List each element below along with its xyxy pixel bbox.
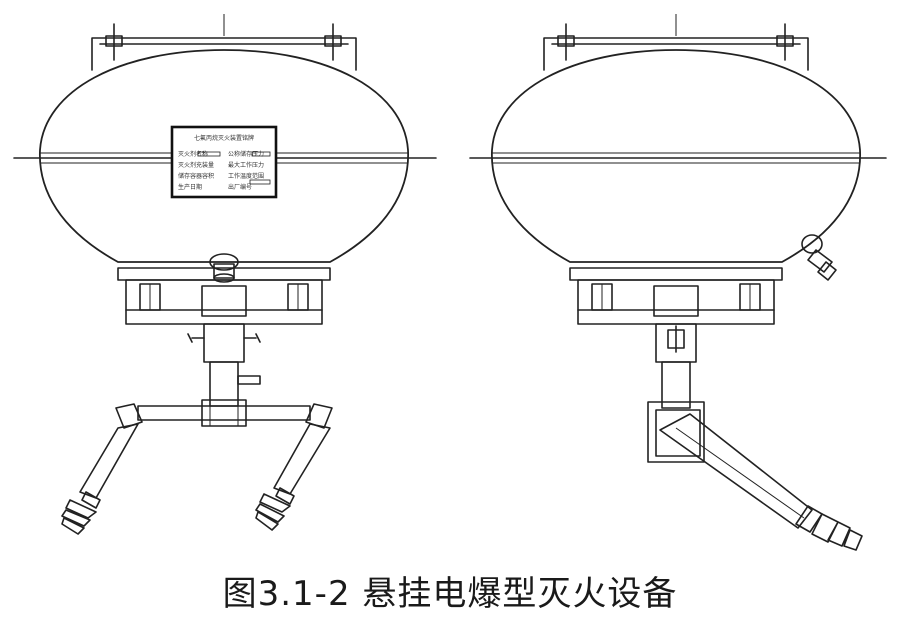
nameplate-cell: 出厂编号 — [228, 183, 252, 191]
angled-nozzle — [647, 401, 863, 551]
tank-body — [491, 49, 861, 263]
nameplate-cell: 工作温度范围 — [228, 172, 264, 180]
bottom-valve — [209, 253, 239, 283]
base-flange — [117, 267, 331, 325]
base-flange — [569, 267, 783, 325]
right-unit — [469, 14, 887, 551]
nameplate-cell: 储存容器容积 — [178, 172, 214, 180]
nameplate-cell: 最大工作压力 — [228, 161, 264, 169]
down-pipe — [187, 323, 261, 407]
nameplate-title: 七氟丙烷灭火装置铭牌 — [194, 134, 254, 142]
down-pipe — [655, 323, 697, 409]
nameplate-cell: 灭火剂名称 — [178, 150, 208, 158]
side-valve — [801, 234, 837, 281]
nameplate-cell: 灭火剂充装量 — [178, 161, 214, 169]
nozzle-arm-left — [61, 403, 143, 535]
top-bracket — [543, 23, 809, 71]
top-bracket — [91, 23, 357, 71]
nameplate-cell: 公称储存压力 — [228, 150, 264, 158]
figure-caption: 图3.1-2 悬挂电爆型灭火设备 — [222, 574, 678, 614]
tank-seam — [469, 152, 887, 164]
manifold — [137, 399, 311, 427]
nozzle-arm-right — [255, 403, 333, 531]
nameplate-cell: 生产日期 — [178, 183, 202, 191]
